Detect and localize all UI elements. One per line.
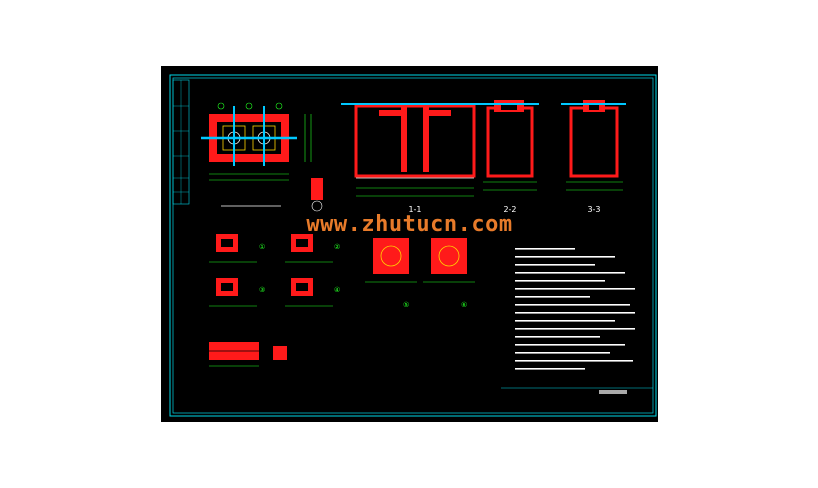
detail-group-middle: ⑤ ⑥ (365, 238, 475, 309)
section-3-3: 3-3 (561, 100, 626, 214)
section-2-2: 2-2 (479, 100, 539, 214)
detail-group-bottom (209, 342, 287, 367)
section-1-1: 1-1 (341, 103, 491, 214)
drawing-sheet: 1-1 2-2 3-3 ① ② ③ ④ (169, 74, 657, 417)
notes-block (515, 248, 635, 370)
plan-view (201, 102, 323, 212)
section-1-1-label: 1-1 (408, 205, 421, 214)
detail-group-left: ① ② ③ ④ (209, 234, 340, 307)
detail-marker-4: ④ (334, 286, 340, 294)
detail-marker-2: ② (334, 243, 340, 251)
detail-marker-3: ③ (259, 286, 265, 294)
detail-marker-6: ⑥ (461, 301, 467, 309)
outer-frame (169, 74, 657, 417)
detail-marker-1: ① (259, 243, 265, 251)
inner-frame (172, 77, 654, 414)
section-2-2-label: 2-2 (503, 205, 516, 214)
left-title-strip (172, 79, 190, 205)
section-3-3-label: 3-3 (587, 205, 600, 214)
cad-drawing-canvas: 1-1 2-2 3-3 ① ② ③ ④ (161, 66, 658, 422)
title-block (501, 387, 653, 394)
watermark-text: www.zhutucn.com (306, 212, 513, 237)
detail-marker-5: ⑤ (403, 301, 409, 309)
